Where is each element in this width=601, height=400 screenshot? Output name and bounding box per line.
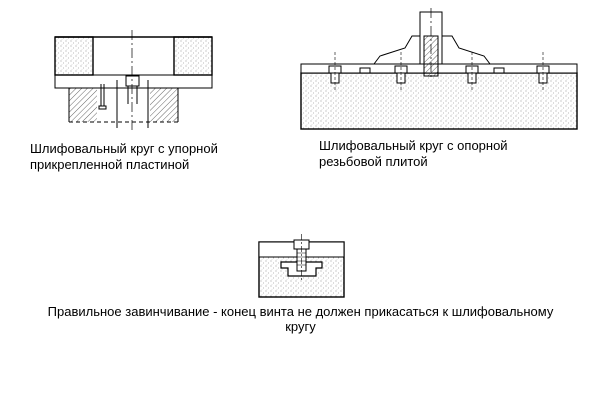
abrasive-section-right (173, 36, 213, 76)
drawing-wheel-attached-plate (54, 30, 213, 130)
caption-wheel-attached-plate-line2: прикрепленной пластиной (30, 157, 190, 172)
caption-wheel-threaded-plate-line2: резьбовой плитой (319, 154, 428, 169)
caption-correct-tightening-line1: Правильное завинчивание - конец винта не… (47, 304, 554, 319)
abrasive-section-left (54, 36, 94, 76)
caption-wheel-threaded-plate-line1: Шлифовальный круг с опорной (319, 138, 508, 153)
drawing-correct-tightening (258, 234, 345, 298)
drawing-wheel-threaded-plate (300, 8, 578, 130)
caption-correct-tightening-line2: кругу (285, 319, 316, 334)
caption-wheel-attached-plate-line1: Шлифовальный круг с упорной (30, 141, 218, 156)
